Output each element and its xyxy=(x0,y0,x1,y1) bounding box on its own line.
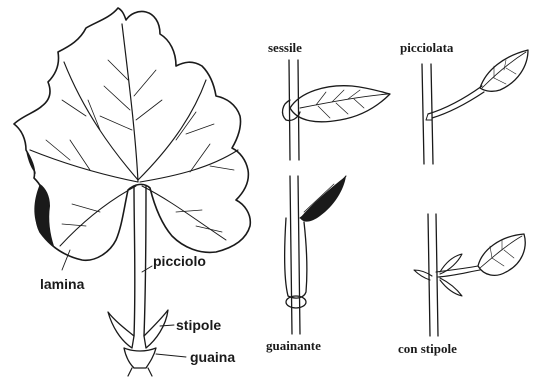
stipole-leader-line xyxy=(160,325,174,326)
leaf-vein xyxy=(142,186,226,240)
sessile-leaf xyxy=(290,86,390,122)
picciolata-leaf xyxy=(480,50,528,91)
stem xyxy=(436,214,438,336)
label-con-stipole: con stipole xyxy=(398,341,457,356)
guaina-leader-line xyxy=(156,354,186,357)
leaf-midrib xyxy=(122,24,138,182)
leaf-vein xyxy=(140,150,238,182)
picciolata-petiole xyxy=(428,86,484,118)
label-picciolo: picciolo xyxy=(153,253,206,269)
stipule-right xyxy=(144,310,168,348)
sheath xyxy=(124,348,156,368)
sessile-leaf-veins xyxy=(316,90,364,118)
picciolata-leaf-veins xyxy=(494,60,516,84)
label-guainante: guainante xyxy=(266,338,321,353)
label-lamina: lamina xyxy=(40,276,85,292)
stem xyxy=(298,176,300,334)
picciolo-leader-line xyxy=(142,266,152,272)
stem xyxy=(431,64,433,164)
stem xyxy=(289,60,290,160)
leaf-type-sessile: sessile xyxy=(268,40,390,160)
stem xyxy=(298,60,299,160)
leaf-vein xyxy=(138,80,206,180)
stem xyxy=(290,176,292,334)
leaf-type-picciolata: picciolata xyxy=(400,40,528,164)
petiole xyxy=(134,186,135,336)
stipule-lower xyxy=(440,278,462,296)
label-picciolata: picciolata xyxy=(400,40,454,55)
lamina-shape xyxy=(14,8,250,260)
lamina-shadow-tip xyxy=(26,150,36,174)
label-stipole: stipole xyxy=(176,317,221,333)
stem xyxy=(422,64,424,164)
stipule-left xyxy=(108,312,134,348)
leaf-scar xyxy=(426,114,432,120)
leaf-type-con-stipole: con stipole xyxy=(398,214,525,356)
label-guaina: guaina xyxy=(190,349,235,365)
petiole xyxy=(144,186,146,336)
leaf-vein xyxy=(60,186,136,246)
label-sessile: sessile xyxy=(268,40,302,55)
leaf-vein xyxy=(30,150,138,182)
leaf-vein xyxy=(64,62,138,180)
stem-base xyxy=(128,368,152,376)
leaf-type-guainante: guainante xyxy=(266,176,346,353)
main-leaf: lamina picciolo stipole guaina xyxy=(14,8,250,376)
lamina-shadow xyxy=(34,184,54,246)
con-stipole-leaf xyxy=(478,234,525,275)
sheath xyxy=(285,218,307,298)
